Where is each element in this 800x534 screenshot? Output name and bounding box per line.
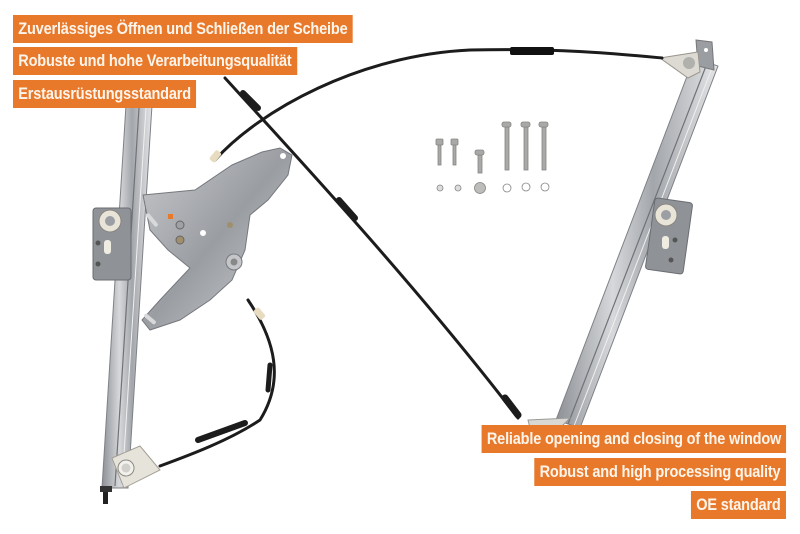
bottom-left-pulley bbox=[111, 445, 161, 489]
lifter-plate bbox=[141, 147, 293, 331]
hardware-kit bbox=[435, 121, 550, 194]
right-slider bbox=[645, 197, 693, 275]
top-right-pulley bbox=[658, 51, 701, 79]
right-rail bbox=[555, 39, 719, 429]
feature-label-reliable-en: Reliable opening and closing of the wind… bbox=[481, 425, 786, 453]
feature-label-quality-en: Robust and high processing quality bbox=[534, 458, 786, 486]
left-slider bbox=[92, 207, 132, 281]
cable-end-upper bbox=[209, 150, 222, 163]
left-rail bbox=[100, 104, 153, 504]
feature-label-reliable-de: Zuverlässiges Öffnen und Schließen der S… bbox=[13, 15, 353, 43]
cable-end-lower bbox=[253, 307, 266, 320]
cables bbox=[158, 47, 664, 468]
feature-label-quality-de: Robuste und hohe Verarbeitungsqualität bbox=[13, 47, 297, 75]
feature-label-oe-en: OE standard bbox=[691, 491, 786, 519]
feature-label-oe-de: Erstausrüstungsstandard bbox=[13, 80, 197, 108]
